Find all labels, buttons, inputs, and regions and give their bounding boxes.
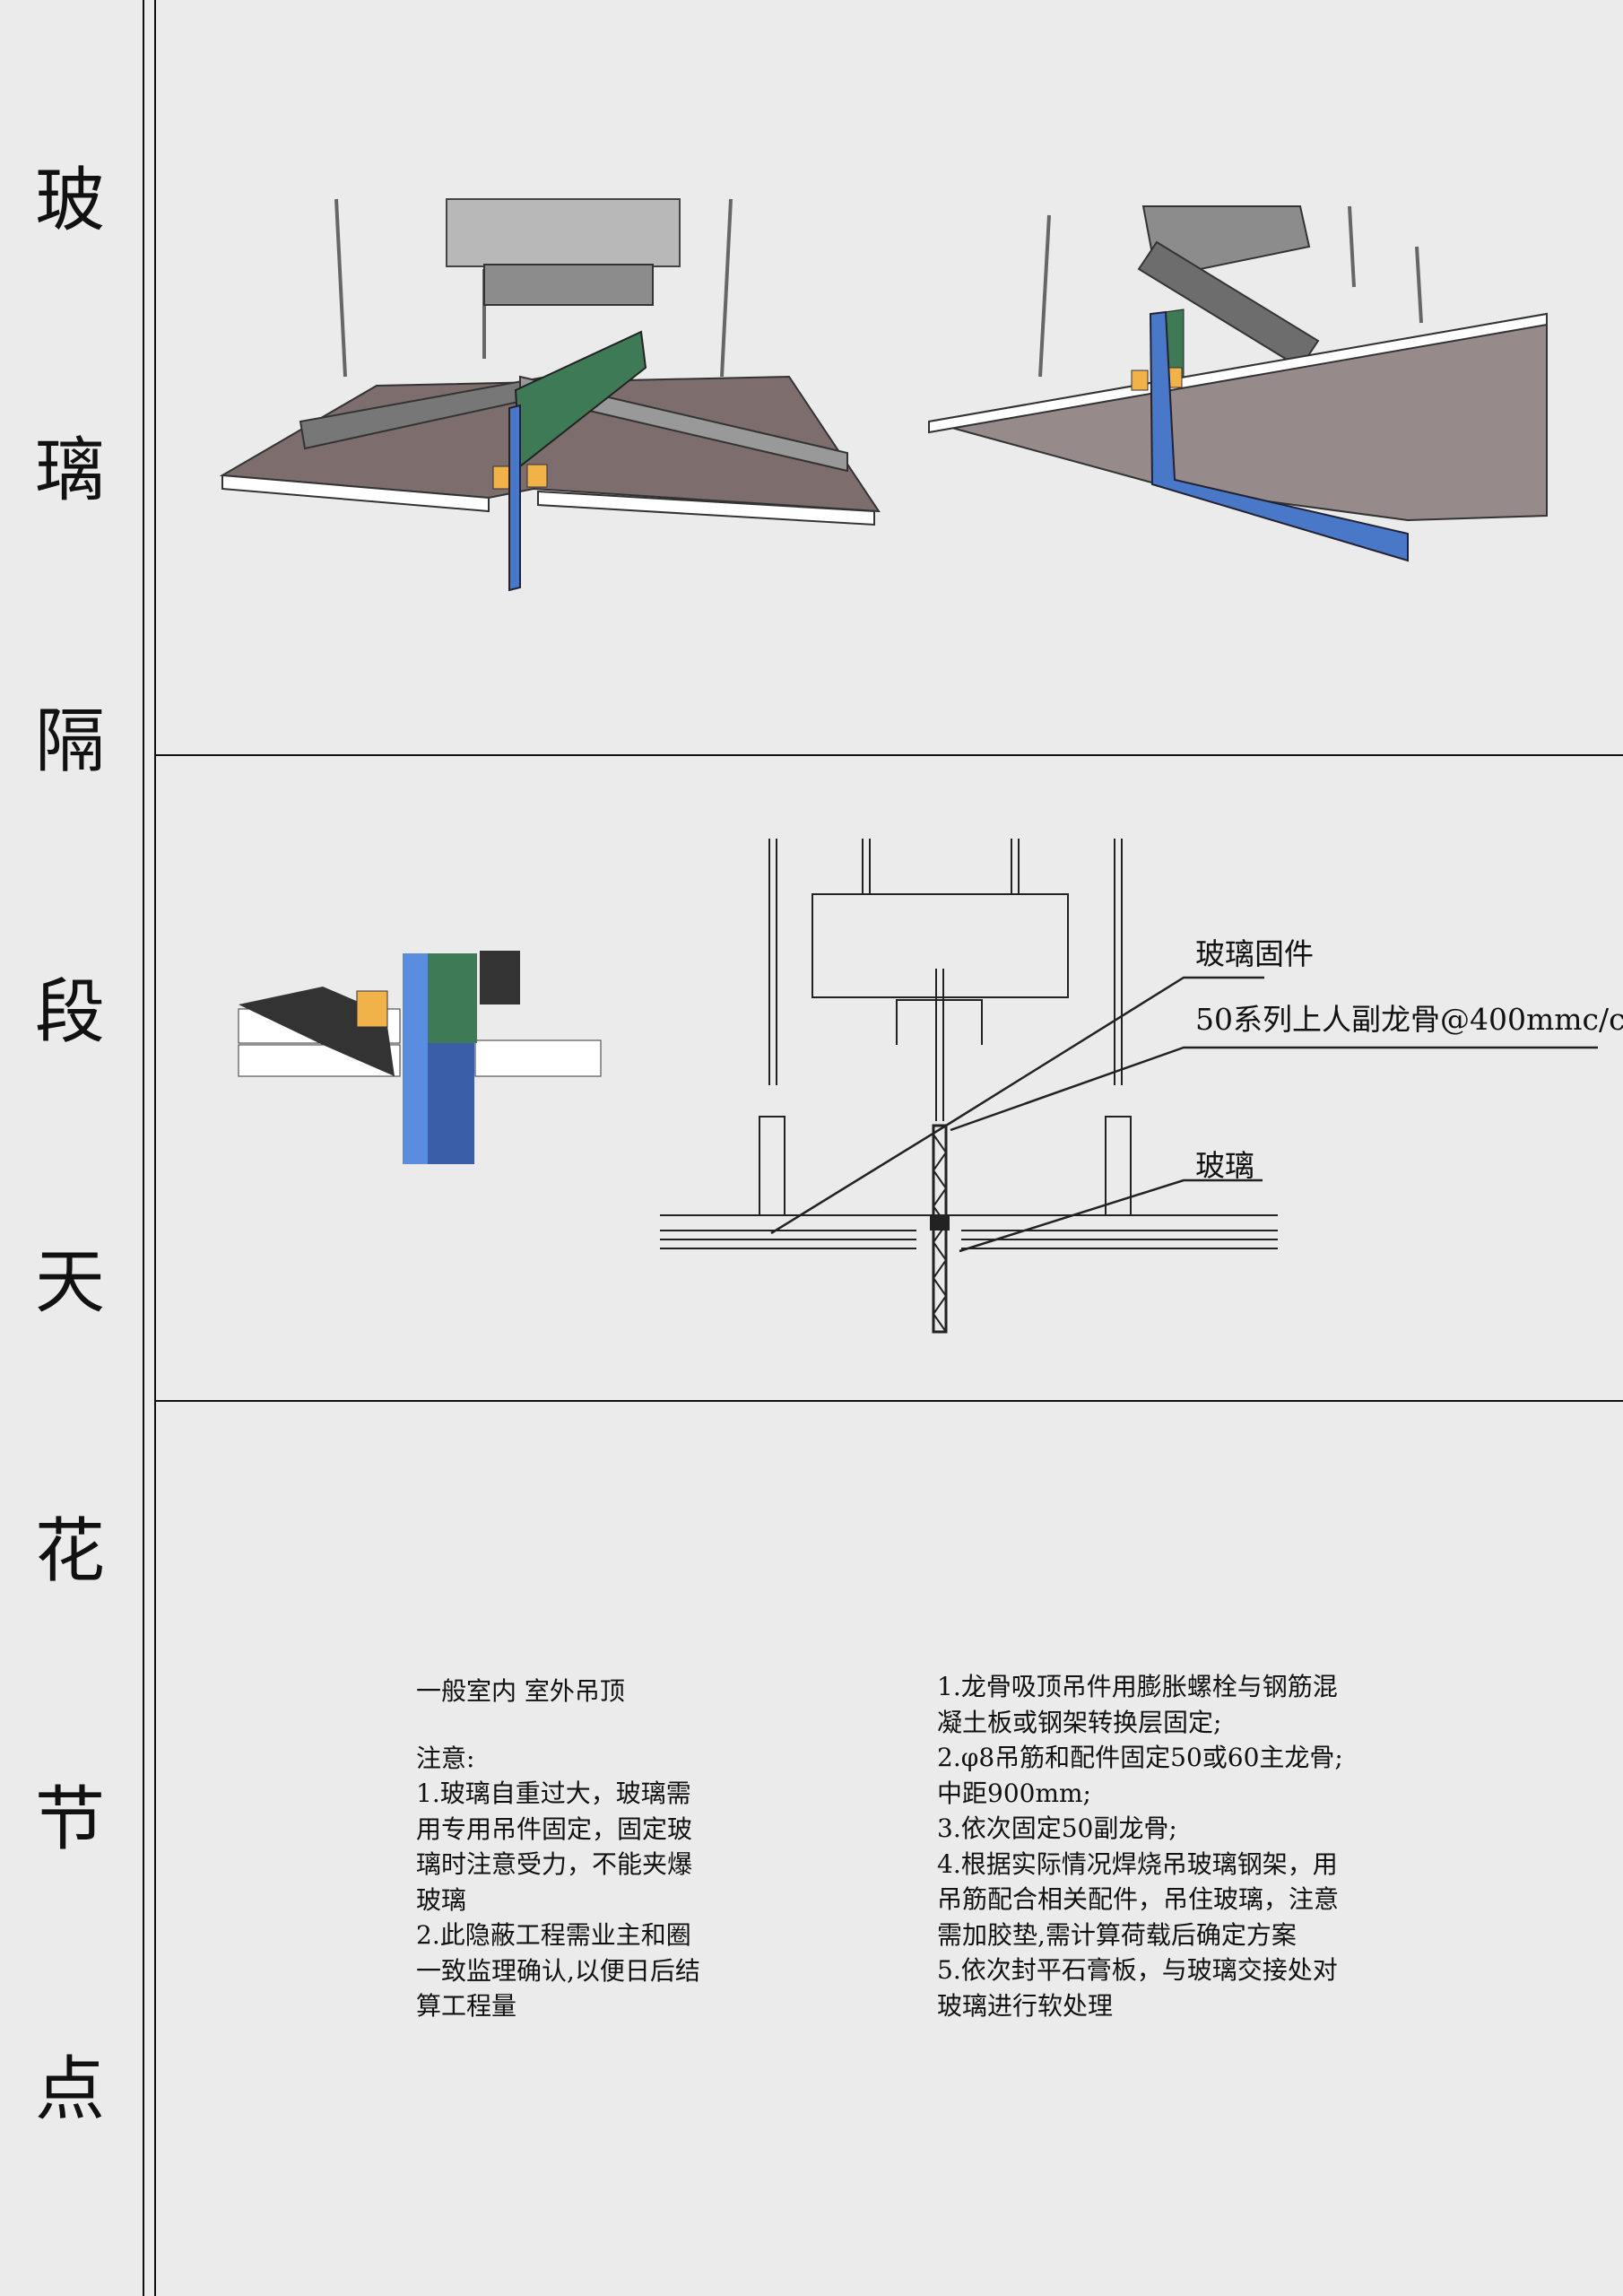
section-drawing <box>660 839 1598 1334</box>
notes-heading: 一般室内 室外吊顶 <box>416 1676 625 1706</box>
divider-1 <box>155 754 1623 756</box>
notes-right: 1.龙骨吸顶吊件用膨胀螺栓与钢筋混 凝土板或钢架转换层固定; 2.φ8吊筋和配件… <box>937 1669 1343 2023</box>
title-char: 天 <box>34 1242 105 1323</box>
title-char: 节 <box>34 1779 105 1860</box>
note-line: 2.φ8吊筋和配件固定50或60主龙骨; <box>937 1743 1343 1772</box>
note-line: 一致监理确认,以便日后结 <box>416 1955 700 1986</box>
note-line: 中距900mm; <box>937 1778 1091 1808</box>
note-line: 用专用吊件固定，固定玻 <box>416 1813 693 1844</box>
note-line: 1.龙骨吸顶吊件用膨胀螺栓与钢筋混 <box>937 1672 1338 1701</box>
detail-view <box>238 951 602 1164</box>
label-secondary-keel: 50系列上人副龙骨@400mmc/c <box>1195 1002 1623 1037</box>
divider-2 <box>155 1400 1623 1402</box>
notes-attention: 注意: <box>416 1743 475 1773</box>
title-char: 花 <box>34 1511 105 1592</box>
note-line: 需加胶垫,需计算荷载后确定方案 <box>937 1919 1297 1950</box>
border-line-left <box>143 0 144 2296</box>
note-line: 玻璃进行软处理 <box>937 1990 1114 2021</box>
note-line: 2.此隐蔽工程需业主和圈 <box>416 1920 691 1950</box>
title-char: 璃 <box>34 430 105 511</box>
note-line: 1.玻璃自重过大，玻璃需 <box>416 1779 691 1808</box>
isometric-view-front <box>219 198 881 592</box>
notes-left: 一般室内 室外吊顶 注意: 1.玻璃自重过大，玻璃需 用专用吊件固定，固定玻 璃… <box>416 1674 700 2024</box>
note-line: 玻璃 <box>416 1884 467 1915</box>
note-line: 璃时注意受力，不能夹爆 <box>416 1849 693 1879</box>
title-char: 玻 <box>34 161 105 241</box>
label-glass-fixing: 玻璃固件 <box>1195 936 1314 971</box>
note-line: 算工程量 <box>416 1991 517 2021</box>
note-line: 5.依次封平石膏板，与玻璃交接处对 <box>937 1955 1338 1985</box>
note-line: 4.根据实际情况焊烧吊玻璃钢架，用 <box>937 1848 1338 1879</box>
title-char: 隔 <box>34 701 105 782</box>
title-char: 段 <box>34 972 105 1053</box>
note-line: 吊筋配合相关配件，吊住玻璃，注意 <box>937 1884 1340 1914</box>
note-line: 3.依次固定50副龙骨; <box>937 1813 1177 1843</box>
note-line: 凝土板或钢架转换层固定; <box>937 1707 1222 1737</box>
title-char: 点 <box>34 2049 105 2130</box>
border-line-right <box>154 0 156 2296</box>
isometric-view-side <box>928 205 1548 562</box>
label-glass: 玻璃 <box>1195 1148 1254 1183</box>
